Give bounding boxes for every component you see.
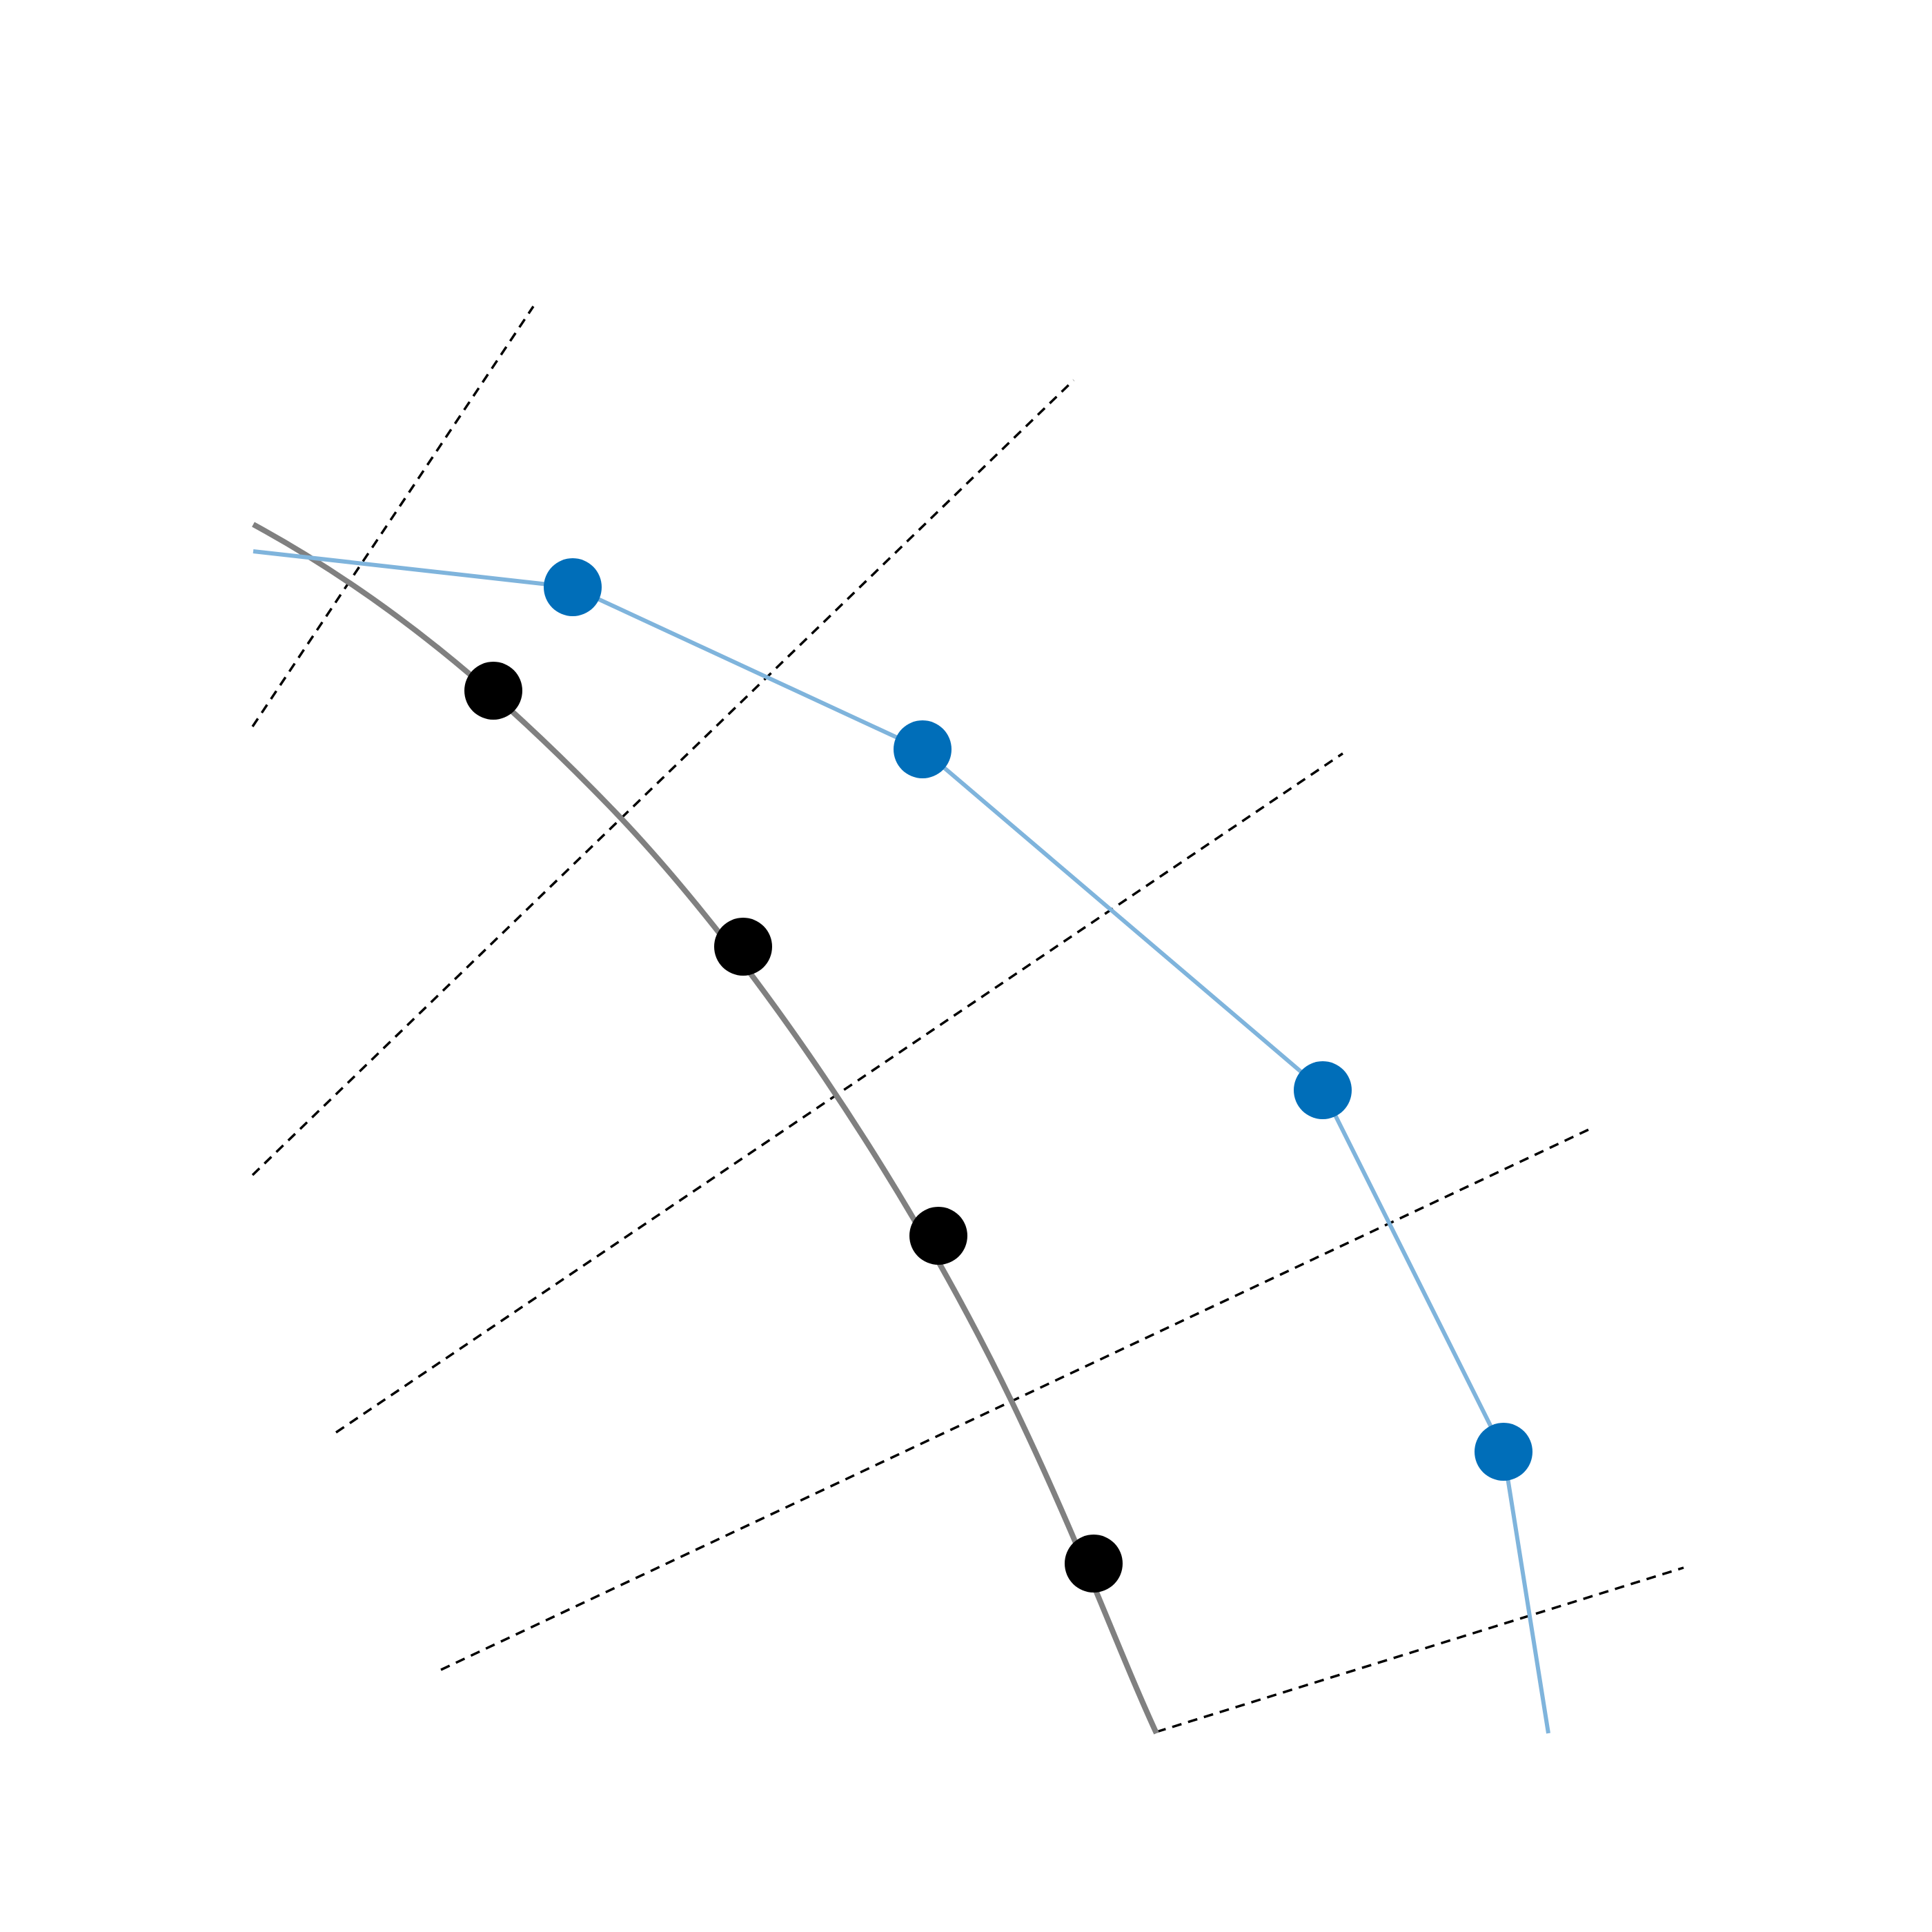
black-point-3 [909,1207,967,1265]
blue-point-2 [894,720,952,778]
black-point-4 [1065,1535,1123,1593]
dashed-guide-lines [251,306,1684,1733]
dashed-guide-line-5 [1156,1566,1684,1733]
dashed-guide-line-4 [440,1125,1595,1671]
blue-points [544,558,1532,1481]
blue-point-1 [544,558,602,616]
black-point-2 [714,918,772,976]
blue-point-3 [1294,1061,1352,1119]
black-point-1 [464,662,522,720]
blue-polyline [253,549,1550,1734]
dashed-guide-line-3 [335,752,1343,1434]
dashed-guide-line-2 [251,379,1075,1176]
blue-point-4 [1475,1423,1532,1481]
black-points [464,662,1123,1593]
dashed-guide-line-1 [251,306,535,727]
